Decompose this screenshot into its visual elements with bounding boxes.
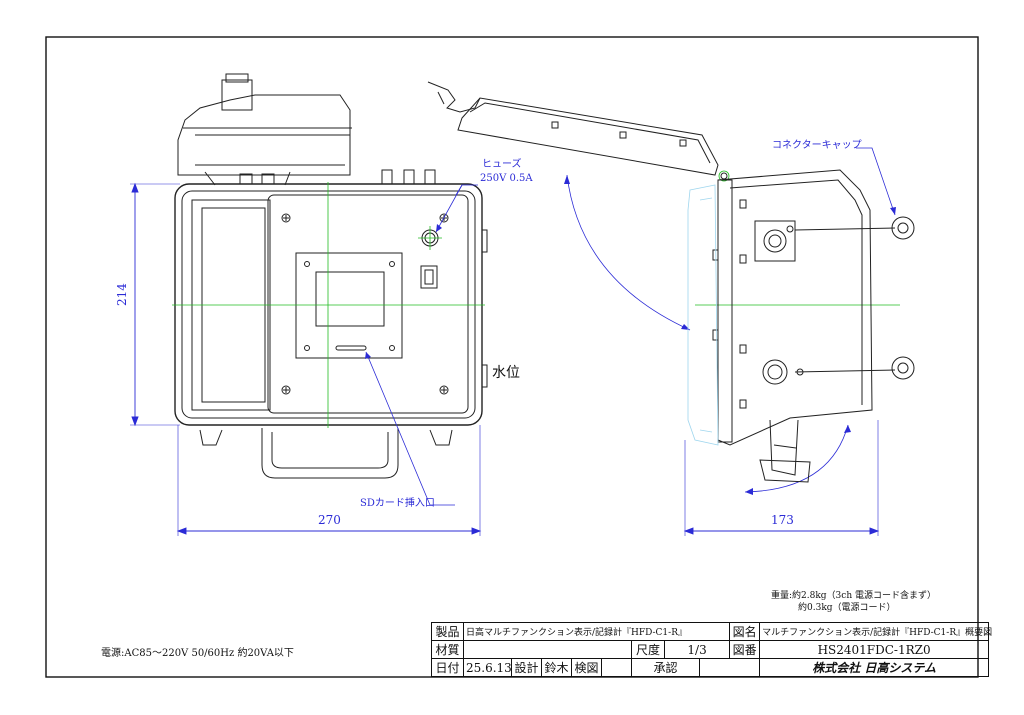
dimension-height: 214 (115, 283, 129, 306)
check-value (601, 658, 632, 677)
weight-line-1: 重量:約2.8kg（3ch 電源コード含まず） (771, 591, 936, 601)
weight-line-2: 約0.3kg（電源コード） (798, 603, 896, 613)
drawing-no-label: 図番 (729, 640, 761, 659)
material-label: 材質 (431, 640, 464, 659)
title-block: 製品 日高マルチファンクション表示/記録計『HFD-C1-R』 図名 マルチファ… (431, 622, 992, 677)
drawing-name-label: 図名 (729, 622, 761, 641)
product-value: 日高マルチファンクション表示/記録計『HFD-C1-R』 (462, 622, 731, 641)
date-label: 日付 (431, 658, 464, 677)
leader-arrows (365, 175, 896, 495)
water-level-label: 水位 (492, 365, 520, 381)
scale-label: 尺度 (631, 640, 665, 659)
dimension-lines (130, 182, 880, 536)
design-label: 設計 (511, 658, 542, 677)
approve-label: 承認 (631, 658, 700, 677)
dimension-width: 270 (318, 513, 341, 527)
date-value: 25.6.13 (463, 658, 512, 677)
product-label: 製品 (431, 622, 464, 641)
fuse-label: ヒューズ (482, 159, 522, 170)
dimension-depth: 173 (771, 513, 794, 527)
drawing-frame (45, 36, 979, 678)
drawing-no-value: HS2401FDC-1RZ0 (759, 640, 990, 659)
sd-card-slot-label: SDカード挿入口 (360, 498, 435, 509)
design-value: 鈴木 (541, 658, 572, 677)
material-value (463, 640, 632, 659)
approve-value (698, 658, 761, 677)
fuse-rating: 250V 0.5A (480, 173, 533, 184)
connector-cap-label: コネクターキャップ (772, 140, 862, 151)
side-view (427, 81, 915, 483)
check-label: 検図 (571, 658, 602, 677)
leader-lines (365, 147, 896, 506)
company-name: 株式会社 日高システム (759, 658, 990, 677)
power-note: 電源:AC85〜220V 50/60Hz 約20VA以下 (101, 648, 294, 659)
drawing-name-value: マルチファンクション表示/記録計『HFD-C1-R』概要図 (759, 622, 992, 641)
phantom-lid (687, 184, 719, 446)
front-view (174, 73, 488, 479)
centerlines (172, 170, 900, 428)
scale-value: 1/3 (663, 640, 731, 659)
